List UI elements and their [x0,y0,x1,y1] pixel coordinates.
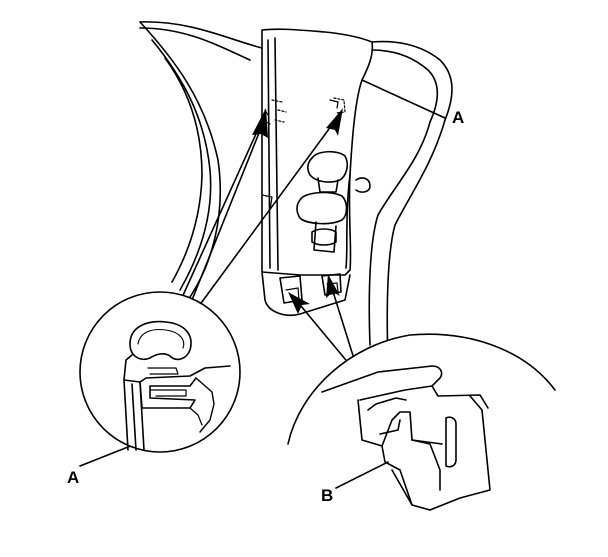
pillar-lower-trim [261,271,351,316]
arrowhead-clip-right [326,274,340,298]
vehicle-body-outline [139,21,453,361]
arrowhead-upper-left [252,108,268,138]
arrowhead-upper-right [326,108,343,136]
detail-circle-clip [287,333,556,511]
detail-circle-section [79,291,241,453]
arrowheads [252,108,343,314]
callout-a-lower-leader [79,444,134,467]
seat-belt-assembly [296,150,371,253]
callout-a-upper-leader [361,79,446,119]
callout-b: B [321,486,334,505]
pillar-upper-trim [261,28,374,276]
callout-b-leader [335,461,389,489]
arrowhead-clip-left [288,292,310,314]
callout-a-upper: A [452,108,465,127]
callout-a-lower: A [67,468,80,487]
leader-lines [79,79,446,489]
